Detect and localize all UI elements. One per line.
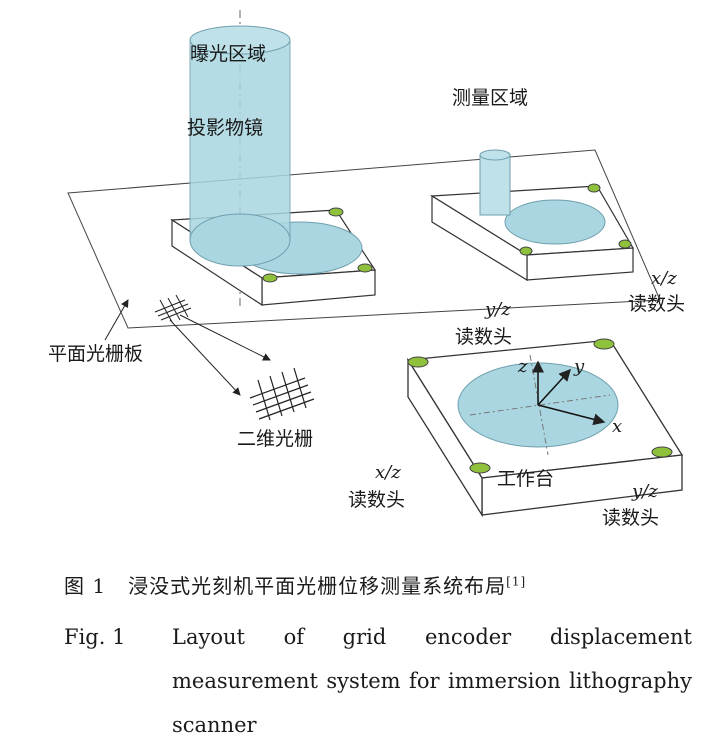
label-yz-left: y/z xyxy=(484,299,511,320)
measure-probe-top xyxy=(479,149,511,161)
axes-icon xyxy=(532,360,606,426)
sensor-icon xyxy=(587,183,601,193)
caption-en-prefix: Fig. 1 xyxy=(64,625,126,649)
label-workpiece-table: 工作台 xyxy=(497,468,554,490)
sensor-icon xyxy=(262,273,278,283)
measure-probe xyxy=(479,154,511,216)
caption-cn-ref: [1] xyxy=(506,574,527,589)
caption-cn: 图 1 浸没式光刻机平面光栅位移测量系统布局[1] xyxy=(64,570,526,599)
label-reading-head-left: 读数头 xyxy=(455,326,512,348)
label-reading-head-top: 读数头 xyxy=(628,293,685,315)
sensor-icon xyxy=(651,446,673,458)
sensor-icon xyxy=(618,239,632,249)
lens-top xyxy=(189,25,291,55)
label-reading-head-bottom: 读数头 xyxy=(348,489,405,511)
label-exposure-area: 曝光区域 xyxy=(190,43,266,65)
leader-arrow xyxy=(169,319,241,396)
axis-x-label: x xyxy=(612,416,622,437)
lens-bottom xyxy=(189,213,291,267)
sensor-icon xyxy=(519,246,533,256)
label-yz-bottom: y/z xyxy=(631,481,658,502)
axis-z-label: z xyxy=(517,356,528,377)
sensor-icon xyxy=(328,207,344,217)
grating-zoom-icon xyxy=(249,367,315,421)
caption-cn-text: 浸没式光刻机平面光栅位移测量系统布局 xyxy=(128,574,507,598)
label-reading-head-right: 读数头 xyxy=(602,507,659,529)
grating-patch xyxy=(154,294,192,323)
sensor-icon xyxy=(593,338,615,350)
caption-en-text: Layout of grid encoder displacement meas… xyxy=(172,625,692,737)
measure-wafer xyxy=(504,199,606,245)
label-xz-top: x/z xyxy=(651,268,677,289)
diagram: 曝光区域 投影物镜 测量区域 平面光栅板 二维光栅 工作台 x/z 读数头 y/… xyxy=(48,10,685,529)
label-grating-2d: 二维光栅 xyxy=(237,428,313,450)
label-grating-plate: 平面光栅板 xyxy=(48,343,143,365)
measure-stage-side xyxy=(431,194,528,282)
label-xz-bottom: x/z xyxy=(375,462,401,483)
projection-lens xyxy=(189,39,291,241)
leader-arrow xyxy=(179,314,271,361)
sensor-icon xyxy=(357,263,373,273)
label-projection-lens: 投影物镜 xyxy=(187,117,263,139)
axis-y-label: y xyxy=(573,356,585,377)
leader-arrow xyxy=(104,299,129,341)
sensor-icon xyxy=(407,356,429,368)
sensor-icon xyxy=(469,462,491,474)
label-measurement-area: 测量区域 xyxy=(452,87,528,109)
table-side xyxy=(407,357,483,518)
caption-cn-prefix: 图 1 xyxy=(64,574,107,598)
